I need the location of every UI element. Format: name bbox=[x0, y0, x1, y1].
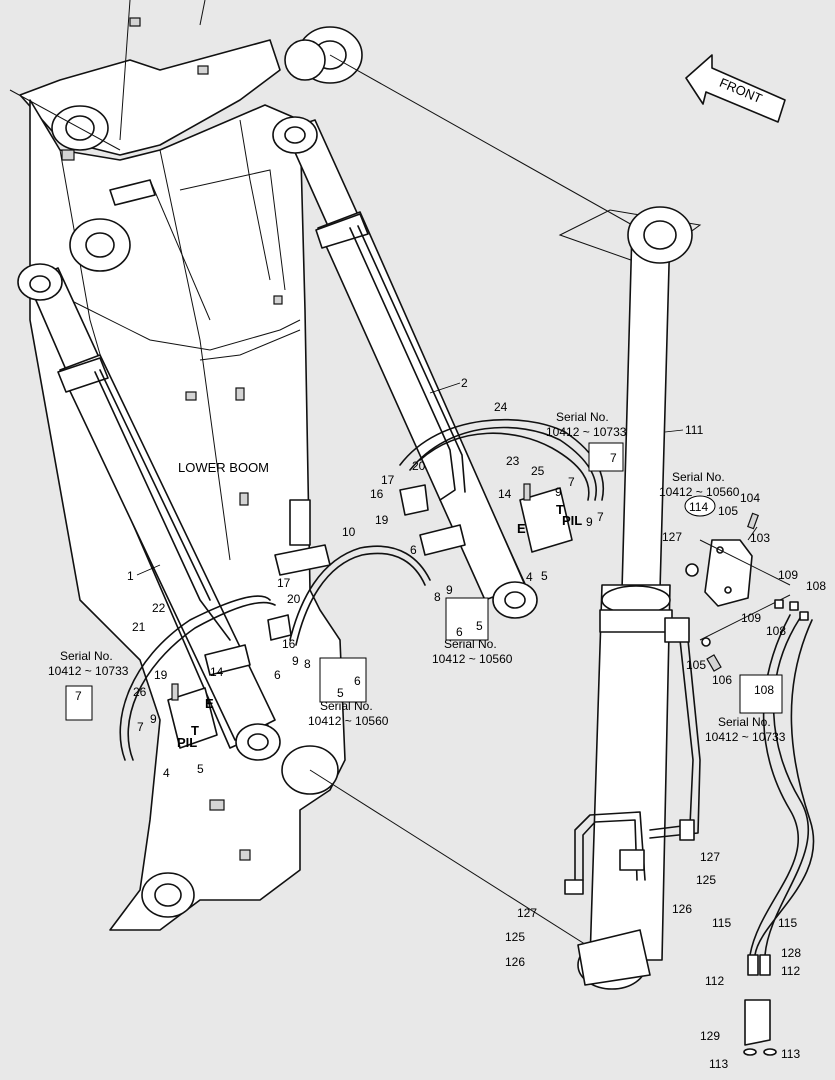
part-number-label: 17 bbox=[277, 576, 291, 590]
part-number-label: 14 bbox=[210, 665, 224, 679]
part-number-label: E bbox=[205, 696, 214, 711]
part-number-label: 25 bbox=[531, 464, 545, 478]
part-number-label: 5 bbox=[337, 686, 344, 700]
part-number-label: 16 bbox=[370, 487, 384, 501]
part-number-label: 125 bbox=[696, 873, 716, 887]
part-number-label: 9 bbox=[150, 712, 157, 726]
part-number-label: 111 bbox=[685, 423, 704, 437]
part-number-label: 115 bbox=[712, 916, 731, 930]
part-number-label: T bbox=[556, 502, 564, 517]
serial-range-3: 10412 ~ 10560 bbox=[659, 485, 740, 499]
part-number-label: 108 bbox=[806, 579, 826, 593]
part-number-label: 113 bbox=[709, 1057, 728, 1071]
serial-label-2: Serial No. bbox=[556, 410, 609, 424]
part-number-label: 8 bbox=[304, 657, 311, 671]
part-number-label: 19 bbox=[375, 513, 389, 527]
serial-range-1: 10412 ~ 10733 bbox=[48, 664, 129, 678]
part-number-label: 103 bbox=[750, 531, 770, 545]
serial-range-5: 10412 ~ 10560 bbox=[308, 714, 389, 728]
serial-range-6: 10412 ~ 10733 bbox=[705, 730, 786, 744]
part-number-label: 126 bbox=[672, 902, 692, 916]
part-number-label: 6 bbox=[354, 674, 361, 688]
part-number-label: 127 bbox=[700, 850, 720, 864]
lower-boom-title: LOWER BOOM bbox=[178, 460, 269, 475]
part-number-label: 2 bbox=[461, 376, 468, 390]
part-number-label: 6 bbox=[274, 668, 281, 682]
part-number-label: 5 bbox=[197, 762, 204, 776]
serial-label-1: Serial No. bbox=[60, 649, 113, 663]
part-number-label: 109 bbox=[778, 568, 798, 582]
part-number-label: 24 bbox=[494, 400, 508, 414]
part-number-label: 5 bbox=[476, 619, 483, 633]
part-number-label: 4 bbox=[526, 570, 533, 584]
part-number-label: 7 bbox=[597, 510, 604, 524]
right-boom-cylinder bbox=[564, 206, 701, 990]
middle-boom-cylinder bbox=[272, 116, 538, 619]
part-number-label: 126 bbox=[505, 955, 525, 969]
part-number-label: 6 bbox=[410, 543, 417, 557]
serial-label-6: Serial No. bbox=[718, 715, 771, 729]
left-boom-cylinder bbox=[17, 263, 281, 761]
valve-blocks bbox=[167, 483, 573, 749]
part-number-label: 112 bbox=[705, 974, 724, 988]
part-number-label: 22 bbox=[152, 601, 166, 615]
part-number-label: 127 bbox=[517, 906, 537, 920]
part-number-label: 4 bbox=[163, 766, 170, 780]
serial-label-3: Serial No. bbox=[672, 470, 725, 484]
part-number-label: 125 bbox=[505, 930, 525, 944]
part-number-label: 114 bbox=[689, 500, 708, 514]
part-number-label: 109 bbox=[741, 611, 761, 625]
part-number-label: 7 bbox=[610, 451, 617, 465]
part-number-label: 5 bbox=[541, 569, 548, 583]
part-number-label: 127 bbox=[662, 530, 682, 544]
part-number-label: 6 bbox=[456, 625, 463, 639]
bracket-103 bbox=[685, 512, 809, 672]
part-number-label: 104 bbox=[740, 491, 760, 505]
part-number-label: 9 bbox=[446, 583, 453, 597]
part-number-label: 20 bbox=[287, 592, 301, 606]
part-number-label: 105 bbox=[718, 504, 738, 518]
part-number-label: 108 bbox=[754, 683, 774, 697]
reference-lines bbox=[9, 54, 702, 961]
part-number-label: 17 bbox=[381, 473, 395, 487]
part-number-label: 9 bbox=[586, 515, 593, 529]
part-number-label: 19 bbox=[154, 668, 168, 682]
part-number-label: 23 bbox=[506, 454, 520, 468]
part-number-label: 9 bbox=[555, 485, 562, 499]
labels: LOWER BOOM Serial No. 10412 ~ 10733 Seri… bbox=[48, 376, 826, 1071]
part-number-label: 7 bbox=[137, 720, 144, 734]
part-number-label: 21 bbox=[132, 620, 146, 634]
part-number-label: 26 bbox=[133, 685, 147, 699]
part-number-label: 10 bbox=[342, 525, 356, 539]
part-number-label: 129 bbox=[700, 1029, 720, 1043]
part-number-label: 1 bbox=[127, 569, 134, 583]
part-number-label: T bbox=[191, 723, 199, 738]
part-number-label: 8 bbox=[434, 590, 441, 604]
part-number-label: E bbox=[517, 521, 526, 536]
part-number-label: 105 bbox=[686, 658, 706, 672]
part-number-label: 113 bbox=[781, 1047, 800, 1061]
part-number-label: 112 bbox=[781, 964, 800, 978]
part-number-label: PIL bbox=[562, 513, 582, 528]
serial-range-4: 10412 ~ 10560 bbox=[432, 652, 513, 666]
part-number-label: 128 bbox=[781, 946, 801, 960]
part-number-label: 108 bbox=[766, 624, 786, 638]
part-number-label: 20 bbox=[412, 459, 426, 473]
part-number-label: 7 bbox=[568, 475, 575, 489]
serial-range-2: 10412 ~ 10733 bbox=[546, 425, 627, 439]
part-number-label: 14 bbox=[498, 487, 512, 501]
part-number-label: 115 bbox=[778, 916, 797, 930]
hoses bbox=[119, 418, 605, 761]
part-number-label: PIL bbox=[177, 735, 197, 750]
front-arrow: FRONT bbox=[685, 54, 786, 123]
part-number-label: 9 bbox=[292, 654, 299, 668]
part-number-label: 7 bbox=[75, 689, 82, 703]
part-number-label: 106 bbox=[712, 673, 732, 687]
part-number-label: 16 bbox=[282, 637, 296, 651]
